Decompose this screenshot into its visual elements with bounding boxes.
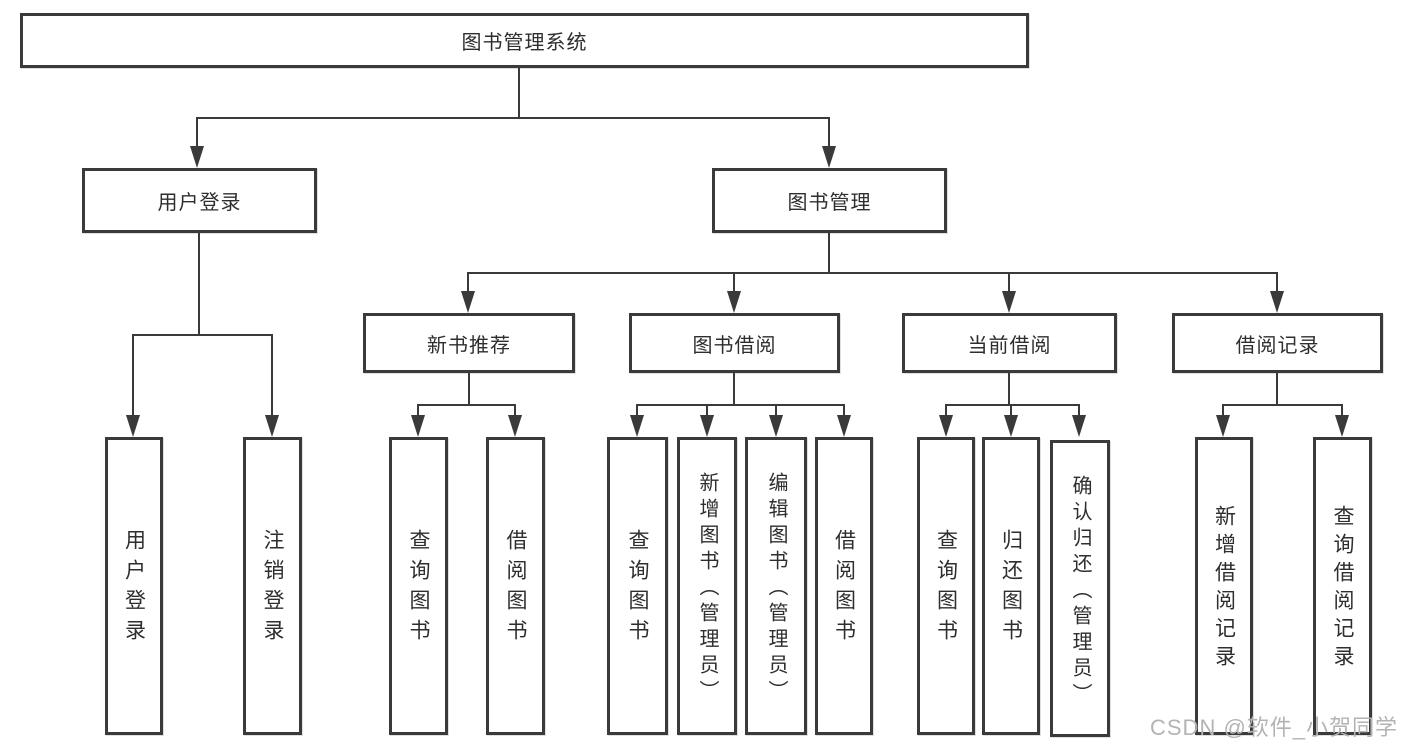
arrow-down-icon <box>190 146 204 168</box>
connector-new-book-rail <box>417 404 516 406</box>
node-borrow-records: 借阅记录 <box>1172 313 1383 373</box>
leaf-edit-book-admin: 编辑图书（管理员） <box>745 437 807 735</box>
connector-book-borrow-rail <box>636 404 845 406</box>
leaf-logout: 注销登录 <box>243 437 302 735</box>
connector-book-management-rail <box>467 272 1278 274</box>
node-label: 查询图书 <box>626 529 649 649</box>
csdn-watermark: CSDN @软件_小贺同学 <box>1150 715 1399 740</box>
connector-user-login-drop <box>198 233 200 335</box>
leaf-query-books: 查询图书 <box>917 437 975 735</box>
node-library-management-system: 图书管理系统 <box>20 13 1029 68</box>
connector-stem-book-management <box>828 117 830 148</box>
leaf-confirm-return-admin: 确认归还（管理员） <box>1050 440 1110 737</box>
node-label: 新增借阅记录 <box>1212 505 1236 673</box>
connector-stem <box>1341 404 1343 417</box>
node-label: 归还图书 <box>999 529 1023 649</box>
connector-stem-new-book <box>467 272 469 293</box>
node-label: 借阅记录 <box>1235 334 1320 357</box>
arrow-down-icon <box>1002 291 1016 313</box>
arrow-down-icon <box>411 415 425 437</box>
connector-current-borrow-rail <box>945 404 1080 406</box>
arrow-down-icon <box>939 415 953 437</box>
connector-stem <box>417 404 419 417</box>
node-label: 图书管理系统 <box>461 32 588 54</box>
node-label: 查询图书 <box>934 529 958 649</box>
connector-stem <box>1010 404 1012 417</box>
arrow-down-icon <box>1072 415 1086 437</box>
leaf-add-book-admin: 新增图书（管理员） <box>677 437 737 735</box>
connector-borrow-records-drop <box>1276 373 1278 406</box>
arrow-down-icon <box>265 415 279 437</box>
connector-stem <box>636 404 638 417</box>
connector-stem <box>706 404 708 417</box>
connector-stem-leaf-user-login <box>132 334 134 416</box>
node-label: 借阅图书 <box>504 529 527 649</box>
arrow-down-icon <box>1216 415 1230 437</box>
leaf-query-books: 查询图书 <box>389 437 448 735</box>
node-current-borrow: 当前借阅 <box>902 313 1117 373</box>
leaf-query-borrow-record: 查询借阅记录 <box>1313 437 1372 735</box>
arrow-down-icon <box>837 415 851 437</box>
node-book-borrow: 图书借阅 <box>629 313 840 373</box>
connector-stem <box>1222 404 1224 417</box>
connector-book-management-drop <box>828 233 830 274</box>
arrow-down-icon <box>508 415 522 437</box>
node-label: 用户登录 <box>122 529 146 649</box>
node-label: 借阅图书 <box>832 529 856 649</box>
arrow-down-icon <box>461 291 475 313</box>
arrow-down-icon <box>822 146 836 168</box>
arrow-down-icon <box>769 415 783 437</box>
node-label: 确认归还（管理员） <box>1069 474 1091 709</box>
node-label: 查询图书 <box>407 529 430 649</box>
arrow-down-icon <box>700 415 714 437</box>
leaf-query-books: 查询图书 <box>607 437 668 735</box>
leaf-add-borrow-record: 新增借阅记录 <box>1195 437 1253 735</box>
connector-stem <box>843 404 845 417</box>
leaf-user-login: 用户登录 <box>105 437 163 735</box>
connector-stem <box>514 404 516 417</box>
arrow-down-icon <box>630 415 644 437</box>
connector-root-drop <box>518 68 520 118</box>
node-label: 编辑图书（管理员） <box>765 472 787 706</box>
connector-new-book-drop <box>468 373 470 406</box>
connector-stem-current-borrow <box>1008 272 1010 293</box>
arrow-down-icon <box>1270 291 1284 313</box>
node-label: 查询借阅记录 <box>1331 505 1354 673</box>
node-user-login: 用户登录 <box>82 168 317 233</box>
connector-current-borrow-drop <box>1008 373 1010 406</box>
node-label: 图书管理 <box>787 192 872 214</box>
connector-root-rail <box>196 117 830 119</box>
connector-book-borrow-drop <box>733 373 735 406</box>
arrow-down-icon <box>1335 415 1349 437</box>
node-book-management: 图书管理 <box>712 168 947 233</box>
connector-stem-book-borrow <box>733 272 735 293</box>
leaf-borrow-books: 借阅图书 <box>486 437 545 735</box>
arrow-down-icon <box>727 291 741 313</box>
node-label: 当前借阅 <box>967 334 1052 357</box>
arrow-down-icon <box>126 415 140 437</box>
leaf-borrow-books: 借阅图书 <box>815 437 873 735</box>
connector-stem <box>775 404 777 417</box>
node-new-book-recommend: 新书推荐 <box>363 313 575 373</box>
connector-stem-borrow-records <box>1276 272 1278 293</box>
connector-stem <box>945 404 947 417</box>
leaf-return-book: 归还图书 <box>982 437 1040 735</box>
node-label: 新增图书（管理员） <box>696 472 718 706</box>
arrow-down-icon <box>1004 415 1018 437</box>
connector-stem-user-login <box>196 117 198 148</box>
connector-borrow-records-rail <box>1222 404 1343 406</box>
node-label: 注销登录 <box>261 529 284 649</box>
node-label: 新书推荐 <box>427 334 511 357</box>
connector-user-login-rail <box>132 334 273 336</box>
connector-stem <box>1078 404 1080 417</box>
node-label: 图书借阅 <box>692 334 777 357</box>
connector-stem-leaf-logout <box>271 334 273 416</box>
node-label: 用户登录 <box>157 192 242 214</box>
